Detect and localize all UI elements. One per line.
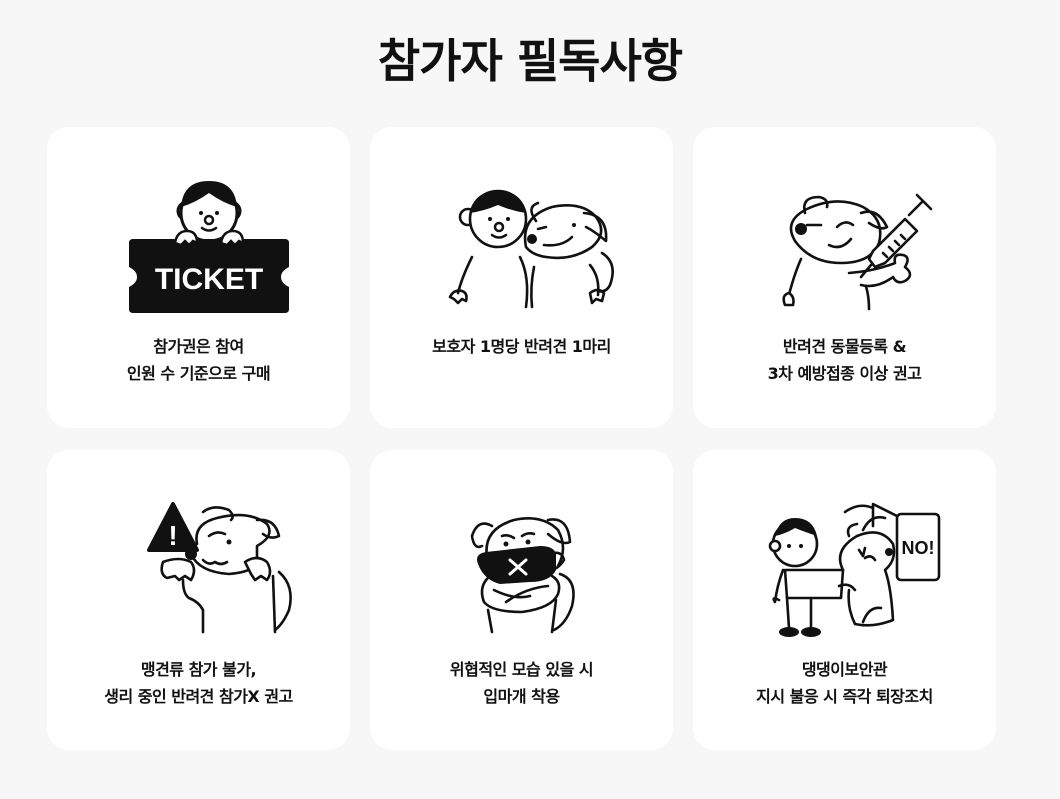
caption-line: 지시 불응 시 즉각 퇴장조치 [756, 687, 933, 706]
warning-dog-illustration: ! [99, 490, 299, 650]
caption-line: 맹견류 참가 불가, [140, 660, 257, 679]
notice-caption: 위협적인 모습 있을 시 입마개 착용 [370, 656, 673, 710]
guardian-with-dog-illustration [422, 167, 622, 327]
caption-line: 반려견 동물등록 & [782, 337, 907, 356]
caption-line: 댕댕이보안관 [801, 660, 888, 679]
svg-text:NO!: NO! [901, 538, 934, 558]
page-title: 참가자 필독사항 [377, 34, 683, 88]
notice-caption: 맹견류 참가 불가, 생리 중인 반려견 참가X 권고 [47, 656, 350, 710]
notice-grid: TICKET 참가권은 참여 인원 수 기준으로 구매 [47, 127, 996, 750]
notice-caption: 댕댕이보안관 지시 불응 시 즉각 퇴장조치 [693, 656, 996, 710]
notice-caption: 반려견 동물등록 & 3차 예방접종 이상 권고 [693, 333, 996, 387]
muzzled-dog-illustration [422, 490, 622, 650]
notice-caption: 참가권은 참여 인원 수 기준으로 구매 [47, 333, 350, 387]
notice-card-guardian: 보호자 1명당 반려견 1마리 [370, 127, 673, 428]
caption-line: 위협적인 모습 있을 시 [449, 660, 594, 679]
notice-card-muzzle: 위협적인 모습 있을 시 입마개 착용 [370, 450, 673, 750]
ticket-illustration: TICKET [99, 167, 299, 327]
notice-card-restricted-breeds: ! [47, 450, 350, 750]
caption-line: 인원 수 기준으로 구매 [126, 364, 271, 383]
syringe-icon [781, 193, 932, 311]
svg-text:TICKET: TICKET [154, 263, 262, 296]
exit-door-illustration: NO! [745, 490, 945, 650]
dog-vaccination-illustration [745, 167, 945, 327]
caption-line: 생리 중인 반려견 참가X 권고 [104, 687, 293, 706]
notice-card-security: NO! 댕댕이보안관 지시 불응 시 즉각 퇴장조치 [693, 450, 996, 750]
notice-card-ticket: TICKET 참가권은 참여 인원 수 기준으로 구매 [47, 127, 350, 428]
caption-line: 보호자 1명당 반려견 1마리 [432, 337, 611, 356]
caption-line: 3차 예방접종 이상 권고 [767, 364, 922, 383]
caption-line: 입마개 착용 [483, 687, 560, 706]
notice-card-vaccination: 반려견 동물등록 & 3차 예방접종 이상 권고 [693, 127, 996, 428]
no-sign-icon: NO! [768, 502, 940, 637]
muzzle-icon [470, 517, 575, 634]
notice-caption: 보호자 1명당 반려견 1마리 [370, 333, 673, 360]
person-and-dog-icon [448, 189, 614, 309]
caption-line: 참가권은 참여 [153, 337, 244, 356]
svg-text:!: ! [168, 520, 177, 551]
warning-icon: ! [146, 502, 292, 634]
ticket-icon: TICKET [128, 181, 289, 313]
